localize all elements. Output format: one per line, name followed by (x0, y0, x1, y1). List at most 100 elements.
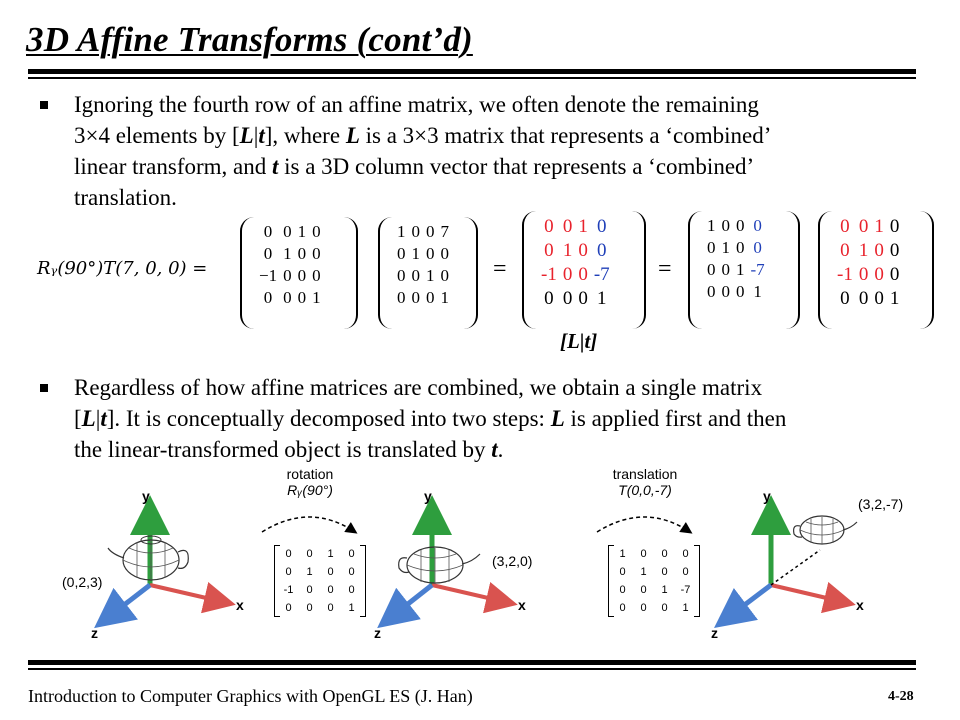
matrix-row: 0 0 1 0 (278, 545, 362, 563)
matrix-cell: 1 (297, 222, 307, 241)
matrix-cell: 1 (874, 216, 884, 237)
matrix-cell: 0 (283, 288, 292, 307)
matrix-cell: 0 (544, 216, 554, 237)
z-axis-arrow (94, 583, 152, 629)
point-label-3: (3,2,-7) (858, 496, 904, 512)
matrix-cell: 0 (440, 266, 450, 285)
matrix-cell: 0 (306, 602, 313, 614)
page-title: 3D Affine Transforms (cont’d) (26, 20, 473, 59)
matrix-cell: 0 (283, 222, 292, 241)
matrix-cell: 1 (440, 288, 450, 307)
text-line: the linear-transformed object is transla… (74, 437, 504, 462)
matrix-cell: 0 (889, 216, 900, 237)
footer-rule-thin (28, 668, 916, 670)
matrix-cell: 0 (578, 240, 588, 261)
matrix-cell: 1 (596, 288, 607, 309)
matrix-cell: 0 (306, 548, 313, 560)
matrix-cell: 0 (348, 548, 355, 560)
matrix-cell: 0 (736, 216, 745, 235)
matrix-cell: 0 (889, 240, 900, 261)
axis-z-label: z (91, 625, 98, 641)
matrix-cell: 0 (312, 266, 321, 285)
scene-original (94, 495, 236, 629)
matrix-cell: 0 (721, 260, 731, 279)
matrix-cell: 1 (889, 288, 900, 309)
point-label-2: (3,2,0) (492, 553, 533, 569)
matrix-cell: 0 (619, 584, 626, 596)
matrix-cell: 0 (348, 566, 355, 578)
matrix-cell: 0 (283, 266, 292, 285)
matrix-cell: 1 (736, 260, 745, 279)
matrix-cell: 0 (640, 602, 647, 614)
matrix-cell: 0 (707, 282, 716, 301)
matrix-cell: 0 (327, 584, 334, 596)
matrix-cell: 0 (411, 266, 421, 285)
matrix-cell: 1 (562, 240, 573, 261)
matrix-cell: 1 (283, 244, 292, 263)
matrix-cell: 0 (426, 288, 435, 307)
matrix-cell: 0 (721, 282, 731, 301)
text-line: translation. (74, 185, 177, 210)
matrix-cell: 1 (661, 584, 668, 596)
matrix-cell: 0 (753, 216, 762, 235)
matrix-cell: -1 (283, 584, 294, 596)
text-line: 3×4 elements by [L|t], where L is a 3×3 … (74, 123, 772, 148)
matrix-cell: 0 (263, 288, 273, 307)
matrix-cell: 1 (721, 238, 731, 257)
matrix-cell: 0 (640, 548, 647, 560)
title-rule-thin (28, 77, 916, 79)
matrix-cell: 0 (661, 602, 668, 614)
matrix-cell: 0 (348, 584, 355, 596)
matrix-cell: 1 (640, 566, 647, 578)
text-line: linear transform, and t is a 3D column v… (74, 154, 755, 179)
matrix-cell: 0 (661, 566, 668, 578)
footer-text: Introduction to Computer Graphics with O… (28, 686, 473, 706)
matrix-cell: 0 (840, 288, 850, 309)
matrix-cell: 1 (397, 222, 406, 241)
equation-lhs: Rᵧ(90°)T(7, 0, 0) = (37, 258, 208, 279)
matrix-cell: 7 (440, 222, 450, 241)
matrix-cell: 1 (578, 216, 588, 237)
matrix-cell: 1 (327, 548, 334, 560)
matrix-cell: 0 (327, 602, 334, 614)
matrix-cell: 0 (858, 264, 869, 285)
matrix-cell: -7 (750, 260, 765, 279)
matrix-cell: 1 (426, 266, 435, 285)
bullet-text-1: Ignoring the fourth row of an affine mat… (74, 89, 904, 213)
axis-y-label: y (424, 488, 432, 504)
transform-figure (94, 495, 858, 629)
axis-z-label: z (711, 625, 718, 641)
axis-x-label: x (518, 597, 526, 613)
matrix-cell: 0 (285, 548, 292, 560)
matrix-cell: 0 (426, 244, 435, 263)
matrix-cell: -1 (541, 264, 557, 285)
matrix-cell: 0 (596, 240, 607, 261)
axis-x-label: x (856, 597, 864, 613)
matrix-cell: 0 (596, 216, 607, 237)
matrix-cell: 0 (297, 288, 307, 307)
text-line: Regardless of how affine matrices are co… (74, 375, 763, 400)
text-line: Ignoring the fourth row of an affine mat… (74, 92, 759, 117)
matrix-cell: 0 (858, 216, 869, 237)
matrix-cell: 1 (619, 548, 626, 560)
matrix-cell: 0 (753, 238, 762, 257)
matrix-cell: 1 (707, 216, 716, 235)
